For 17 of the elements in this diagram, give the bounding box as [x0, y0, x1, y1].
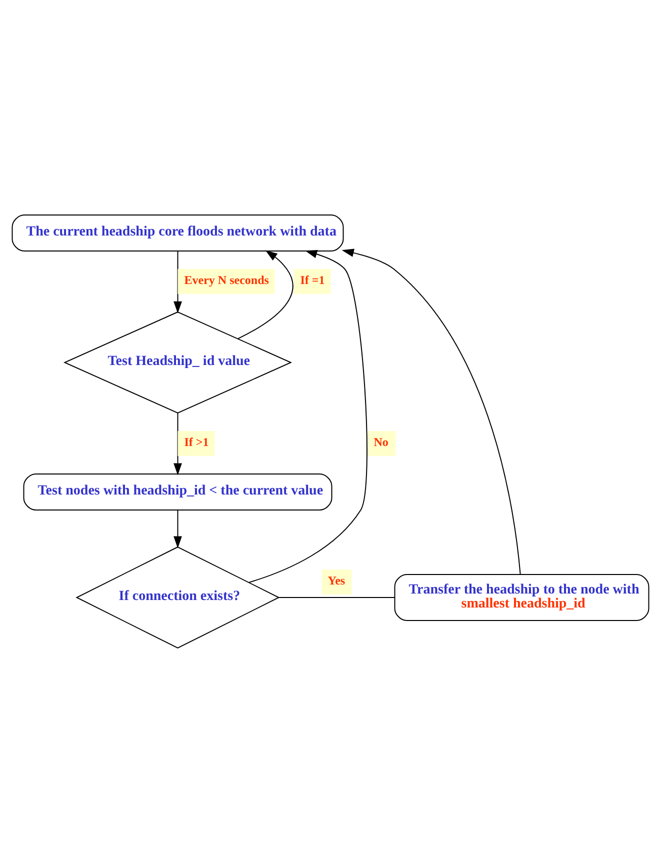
- edge-label: Yes: [328, 573, 346, 588]
- node-diamond: Test Headship_ id value: [63, 310, 292, 414]
- arrow: [342, 248, 521, 574]
- node-diamond: If connection exists?: [76, 546, 280, 648]
- arrow: [237, 250, 294, 339]
- arrow: [174, 250, 182, 313]
- node-box: Transfer the headship to the node with smallest headship_id: [394, 574, 650, 620]
- node-box: Test nodes with headship_id < the current value: [23, 473, 332, 510]
- arrow: [248, 250, 368, 582]
- edge-label: If =1: [300, 272, 325, 287]
- edge-label: No: [374, 434, 388, 449]
- edge-label: If >1: [184, 434, 209, 449]
- node-box: The current headship core floods network with data: [12, 214, 344, 251]
- arrow: [174, 412, 182, 475]
- arrow: [174, 509, 182, 548]
- connector: [278, 596, 396, 598]
- edge-label: Every N seconds: [184, 272, 269, 287]
